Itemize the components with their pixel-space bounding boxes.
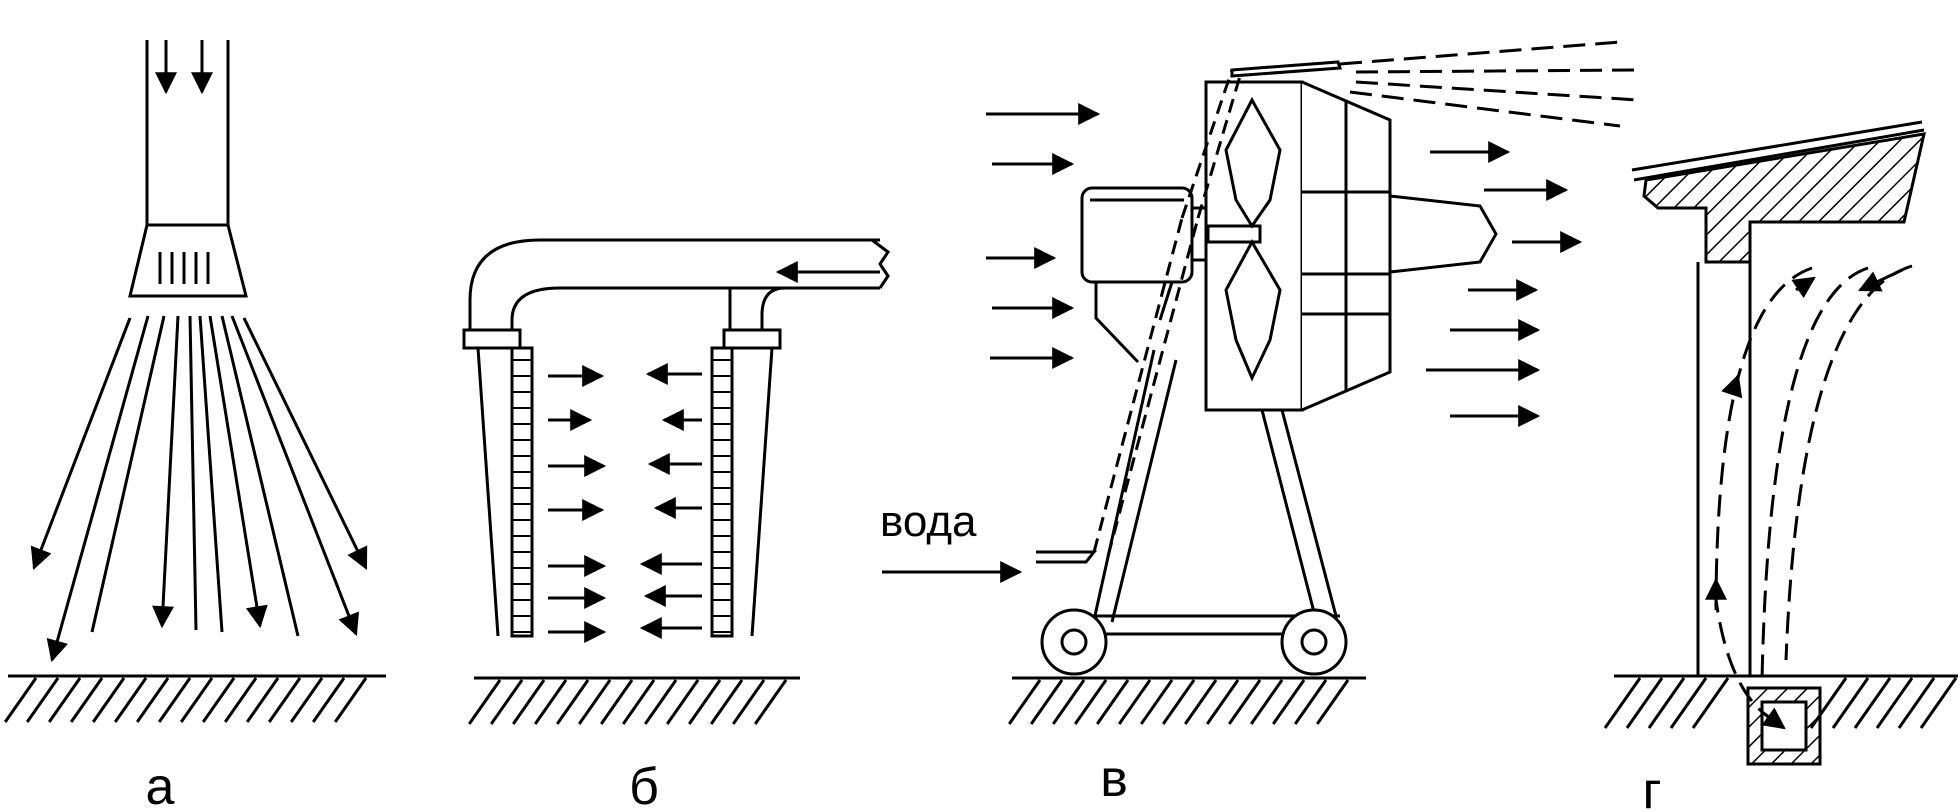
fan-blade	[1224, 96, 1282, 229]
hatch-stroke	[1205, 679, 1240, 725]
perforation-marks	[512, 359, 732, 633]
hatch-stroke	[1897, 677, 1936, 729]
hatch-stroke	[1669, 677, 1708, 729]
hatch-stroke	[1029, 679, 1064, 725]
hatch-stroke	[577, 679, 612, 725]
hatch-stroke	[687, 679, 722, 725]
flow-arrow	[1721, 373, 1743, 399]
hatch-stroke	[1625, 677, 1664, 729]
hatch-stroke	[1919, 677, 1958, 729]
hatch-stroke	[1647, 677, 1686, 729]
hatch-stroke	[1183, 679, 1218, 725]
hatch-stroke	[621, 679, 656, 725]
hatch-stroke	[201, 677, 236, 723]
panel-label-v: в	[1100, 750, 1128, 808]
spray-arrow	[208, 315, 268, 629]
hatch-stroke	[1161, 679, 1196, 725]
hatch-stroke	[113, 677, 148, 723]
spray-arrow	[242, 317, 368, 570]
hatch-stroke	[47, 677, 82, 723]
flow-arrow	[1791, 276, 1816, 299]
hatch-stroke	[1007, 679, 1042, 725]
hatch-stroke	[533, 679, 568, 725]
hatch-stroke	[511, 679, 546, 725]
panel-label-a: а	[146, 758, 175, 812]
hatch-stroke	[223, 677, 258, 723]
ground-hatch	[467, 679, 788, 725]
hatch-stroke	[1831, 677, 1870, 729]
panel-label-g: г	[1643, 762, 1662, 812]
spray-arrow	[30, 317, 132, 571]
water-label: вода	[880, 497, 977, 546]
fan-blade	[1224, 238, 1282, 382]
hatch-stroke	[311, 677, 346, 723]
hatch-stroke	[599, 679, 634, 725]
hatch-stroke	[731, 679, 766, 725]
spray-arrow	[230, 315, 360, 637]
hatch-stroke	[245, 677, 280, 723]
hatch-stroke	[69, 677, 104, 723]
hatch-stroke	[3, 677, 38, 723]
hatch-stroke	[1853, 677, 1892, 729]
flow-arrow	[1761, 707, 1786, 730]
hatch-stroke	[1315, 679, 1350, 725]
hatch-stroke	[157, 677, 192, 723]
flow-arrow	[1858, 268, 1903, 292]
hatch-stroke	[665, 679, 700, 725]
hatch-stroke	[1139, 679, 1174, 725]
ground-hatch	[1603, 677, 1958, 729]
ground-hatch	[1007, 679, 1350, 725]
hatch-stroke	[1691, 677, 1730, 729]
roof-beam	[1642, 132, 1926, 264]
hatch-stroke	[1073, 679, 1108, 725]
hatch-stroke	[643, 679, 678, 725]
hatch-stroke	[489, 679, 524, 725]
panel-label-b: б	[629, 758, 659, 812]
hatch-stroke	[333, 677, 368, 723]
hatch-stroke	[467, 679, 502, 725]
wheel	[1040, 608, 1108, 676]
hatch-stroke	[1051, 679, 1086, 725]
hatch-stroke	[1227, 679, 1262, 725]
hatch-stroke	[1249, 679, 1284, 725]
panel-v-mobile-fan	[882, 40, 1639, 680]
hatch-stroke	[135, 677, 170, 723]
hatch-stroke	[555, 679, 590, 725]
hatch-stroke	[1603, 677, 1642, 729]
ground-hatch	[3, 677, 368, 723]
hatch-stroke	[1117, 679, 1152, 725]
hatch-stroke	[25, 677, 60, 723]
hatch-stroke	[1293, 679, 1328, 725]
hatch-stroke	[289, 677, 324, 723]
motor	[1080, 186, 1194, 284]
spray-arrow	[152, 315, 180, 629]
panel-a-air-shower	[8, 40, 386, 678]
hatch-stroke	[91, 677, 126, 723]
hatch-stroke	[179, 677, 214, 723]
hatch-stroke	[1095, 679, 1130, 725]
hatch-stroke	[709, 679, 744, 725]
hatch-stroke	[1875, 677, 1914, 729]
wheel	[1280, 608, 1348, 676]
hatch-stroke	[1809, 677, 1848, 729]
hatch-stroke	[267, 677, 302, 723]
panel-g-wall-curtain	[1614, 120, 1958, 766]
hatch-stroke	[753, 679, 788, 725]
hatch-stroke	[1271, 679, 1306, 725]
spray-arrow	[46, 315, 150, 663]
panel-b-air-curtain	[462, 238, 891, 680]
nozzle	[128, 223, 248, 298]
